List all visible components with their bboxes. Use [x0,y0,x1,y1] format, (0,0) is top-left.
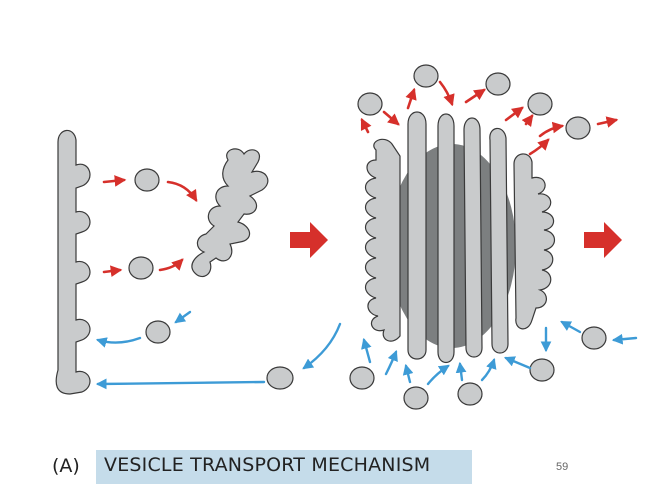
golgi-cisterna-2 [407,111,427,360]
retrograde-arrows [95,310,638,390]
vesicle [134,168,160,192]
red-arrow [438,80,455,107]
vesicle [457,382,483,406]
blue-arrow [95,336,142,348]
red-arrow [504,106,524,122]
golgi-trans-cisterna [513,153,556,330]
golgi-cisterna-4 [463,117,483,358]
red-arrow [166,180,198,202]
vesicle [485,72,511,96]
vesicle [413,64,439,88]
red-arrow [158,258,184,272]
red-arrow [382,110,400,126]
red-arrow [528,138,550,156]
forward-flow-arrow-2 [584,222,622,258]
red-arrow [596,116,619,128]
red-arrow [102,265,123,277]
blue-arrow [611,333,638,345]
red-arrow [538,121,565,138]
blue-arrow [560,320,582,334]
golgi-cisterna-5 [489,127,509,354]
red-arrow [521,114,534,127]
intermediate-compartment [191,148,269,277]
vesicle [145,320,171,344]
vesicle [403,386,429,410]
figure-caption: VESICLE TRANSPORT MECHANISM [96,450,472,484]
er-membrane [55,129,91,395]
blue-arrow [504,356,532,370]
blue-arrow [480,357,497,382]
golgi-stack [364,111,556,364]
panel-label: (A) [52,455,80,477]
anterograde-arrows [102,80,619,277]
vesicle [266,366,294,390]
blue-arrow [426,364,450,386]
red-arrow [102,175,127,187]
vesicle [349,366,375,390]
red-arrow [405,87,417,110]
golgi-cisterna-3 [437,113,455,364]
golgi-cis-cisterna [364,138,401,342]
page-number: 59 [556,461,569,473]
vesicle [527,92,553,116]
blue-arrow [361,337,372,364]
vesicle [357,92,383,116]
vesicle [529,358,555,382]
blue-arrow [402,363,414,384]
blue-arrow [95,378,266,390]
vesicles [128,64,607,410]
blue-arrow [174,310,192,324]
red-arrow [464,88,486,104]
vesicle [565,116,591,140]
vesicle [128,256,154,280]
blue-arrow [455,361,467,382]
red-arrow [360,117,372,134]
blue-arrow [384,349,398,376]
forward-flow-arrow-1 [290,222,328,258]
blue-arrow [302,322,342,370]
vesicle [581,326,607,350]
